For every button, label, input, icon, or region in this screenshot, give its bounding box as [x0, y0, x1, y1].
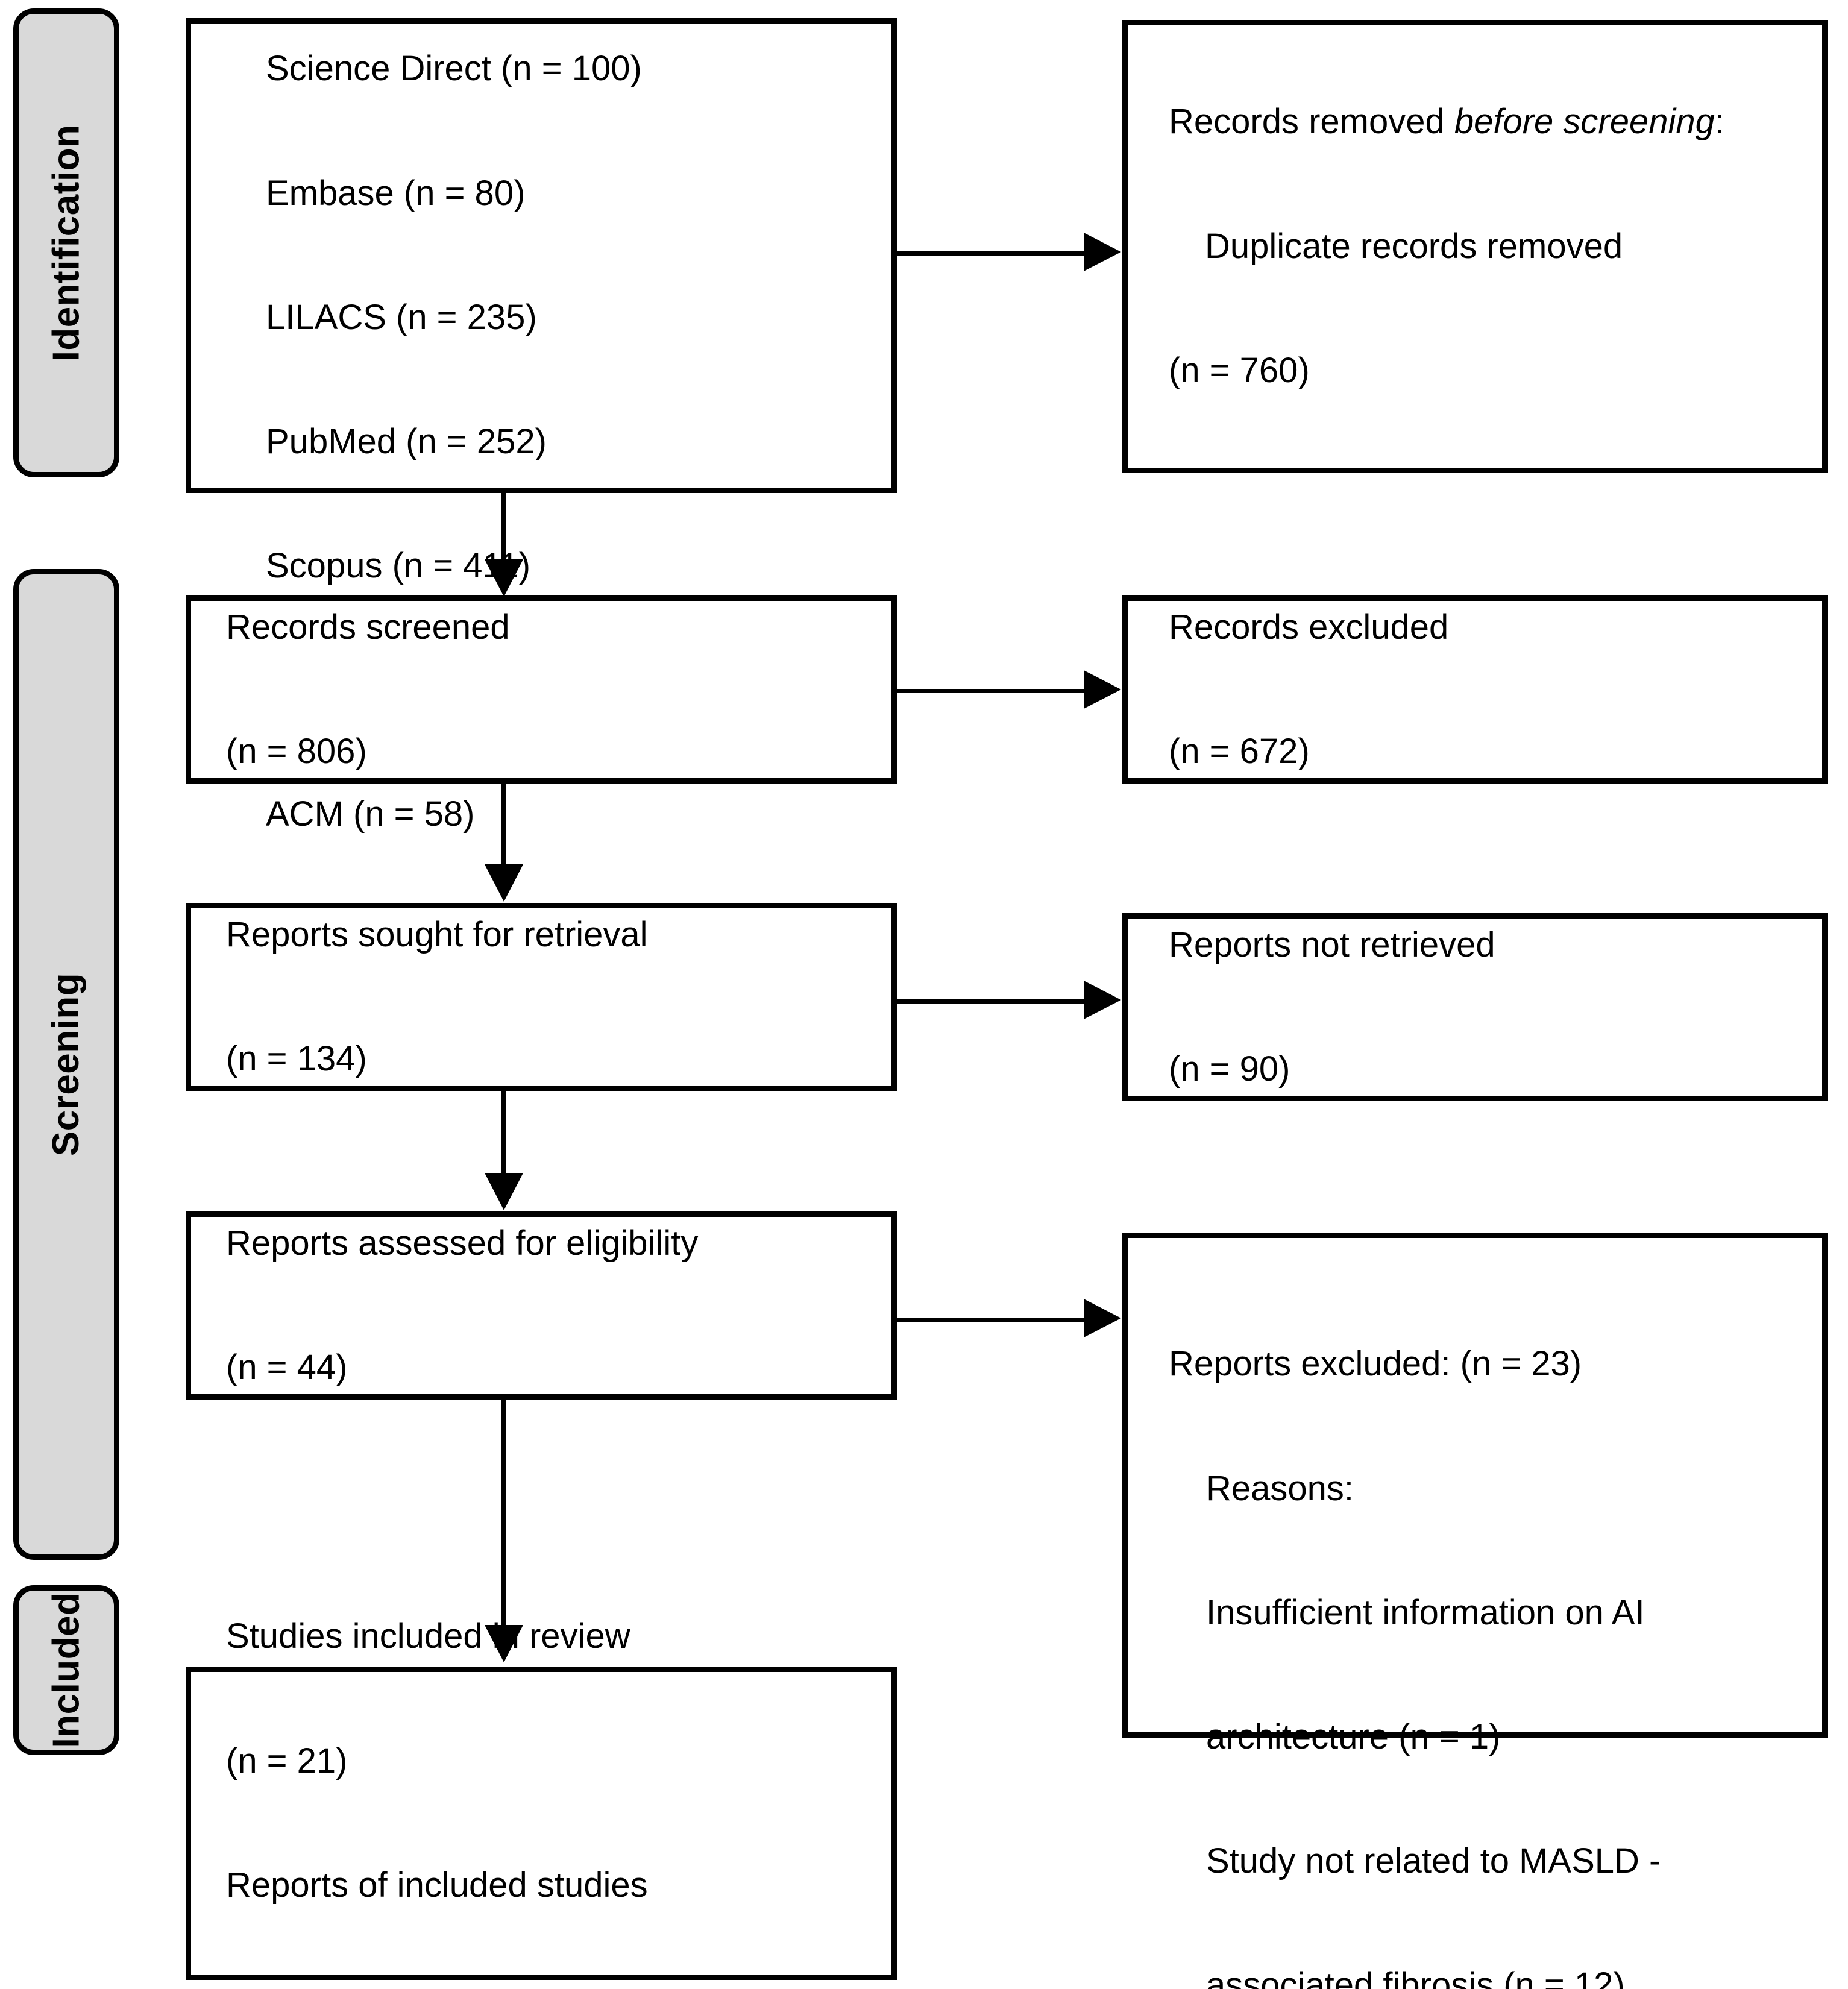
box-reports-excluded-text: Reports excluded: (n = 23) Reasons: Insu… [1128, 1238, 1801, 1989]
records-removed-heading-tail: : [1714, 102, 1725, 142]
arrow-sought-to-assessed-head [485, 1173, 523, 1210]
reports-assessed-line1: Reports assessed for eligibility [226, 1223, 699, 1263]
box-studies-included-text: Studies included in review (n = 21) Repo… [191, 1533, 659, 1989]
source-pubmed: PubMed (n = 252) [266, 421, 547, 461]
box-reports-sought: Reports sought for retrieval (n = 134) [186, 903, 897, 1091]
box-records-screened: Records screened (n = 806) [186, 595, 897, 784]
arrow-sought-to-assessed-line [501, 1091, 506, 1177]
box-studies-included: Studies included in review (n = 21) Repo… [186, 1617, 897, 1980]
phase-tab-included: Included [13, 1585, 119, 1755]
arrow-identified-to-screened-line [501, 492, 506, 564]
box-reports-not-retrieved: Reports not retrieved (n = 90) [1122, 913, 1828, 1101]
reports-excluded-reasons-label: Reasons: [1206, 1468, 1354, 1508]
arrow-assessed-to-excluded-line [897, 1318, 1085, 1322]
source-lilacs: LILACS (n = 235) [266, 297, 537, 337]
source-embase: Embase (n = 80) [266, 173, 526, 213]
studies-included-count: (n = 21) [226, 1741, 348, 1780]
arrow-screened-to-sought-line [501, 784, 506, 868]
reports-not-retrieved-count: (n = 90) [1169, 1049, 1290, 1089]
box-records-screened-text: Records screened (n = 806) [191, 524, 521, 855]
records-removed-line2: Duplicate records removed [1205, 226, 1623, 266]
records-removed-count: (n = 760) [1169, 350, 1310, 390]
phase-tab-screening-label: Screening [45, 972, 87, 1157]
reason-insufficient-info: Insufficient information on AI [1206, 1592, 1645, 1632]
records-removed-heading: Records removed before screening: [1169, 101, 1724, 143]
source-acm: ACM (n = 58) [266, 794, 475, 834]
records-excluded-line1: Records excluded [1169, 607, 1449, 647]
records-screened-line1: Records screened [226, 607, 510, 647]
records-screened-count: (n = 806) [226, 731, 367, 771]
phase-tab-identification: Identification [13, 8, 119, 477]
box-records-identified: Records identified from: Databases (n = … [186, 18, 897, 834]
box-records-removed: Records removed before screening: Duplic… [1122, 20, 1828, 473]
arrow-screened-to-excluded-head [1084, 670, 1121, 709]
phase-tab-screening: Screening [13, 569, 119, 1560]
reason-insufficient-info-cont: architecture (n = 1) [1206, 1717, 1501, 1756]
reports-assessed-count: (n = 44) [226, 1347, 348, 1387]
source-science-direct: Science Direct (n = 100) [266, 49, 642, 89]
arrow-identified-to-removed-line [897, 251, 1085, 256]
box-records-removed-text: Records removed before screening: Duplic… [1128, 19, 1735, 474]
arrow-assessed-to-excluded-head [1084, 1299, 1121, 1337]
box-reports-not-retrieved-text: Reports not retrieved (n = 90) [1128, 841, 1506, 1173]
records-removed-heading-plain: Records removed [1169, 102, 1454, 142]
arrow-identified-to-removed-head [1084, 233, 1121, 271]
box-reports-sought-text: Reports sought for retrieval (n = 134) [191, 831, 659, 1163]
records-excluded-count: (n = 672) [1169, 731, 1310, 771]
box-reports-assessed: Reports assessed for eligibility (n = 44… [186, 1211, 897, 1400]
records-removed-heading-italic: before screening [1454, 102, 1715, 142]
arrow-assessed-to-included-line [501, 1400, 506, 1629]
box-reports-excluded: Reports excluded: (n = 23) Reasons: Insu… [1122, 1233, 1828, 1989]
phase-tab-identification-label: Identification [45, 124, 87, 362]
reason-not-related-masld: Study not related to MASLD - [1206, 1841, 1661, 1881]
phase-tab-included-label: Included [45, 1592, 87, 1749]
box-records-excluded: Records excluded (n = 672) [1122, 595, 1828, 784]
studies-included-line1: Studies included in review [226, 1617, 630, 1656]
box-records-excluded-text: Records excluded (n = 672) [1128, 524, 1459, 855]
arrow-sought-to-not-retrieved-head [1084, 981, 1121, 1019]
box-reports-assessed-text: Reports assessed for eligibility (n = 44… [191, 1140, 709, 1471]
reason-not-related-masld-cont: associated fibrosis (n = 12) [1206, 1965, 1625, 1989]
arrow-assessed-to-included-head [485, 1625, 523, 1662]
arrow-identified-to-screened-head [485, 559, 523, 597]
reports-excluded-heading: Reports excluded: (n = 23) [1169, 1344, 1582, 1384]
reports-of-included-line1: Reports of included studies [226, 1865, 648, 1905]
reports-sought-count: (n = 134) [226, 1038, 367, 1078]
reports-not-retrieved-line1: Reports not retrieved [1169, 925, 1495, 964]
reports-sought-line1: Reports sought for retrieval [226, 914, 648, 954]
arrow-screened-to-excluded-line [897, 689, 1085, 693]
arrow-sought-to-not-retrieved-line [897, 999, 1085, 1004]
arrow-screened-to-sought-head [485, 864, 523, 902]
